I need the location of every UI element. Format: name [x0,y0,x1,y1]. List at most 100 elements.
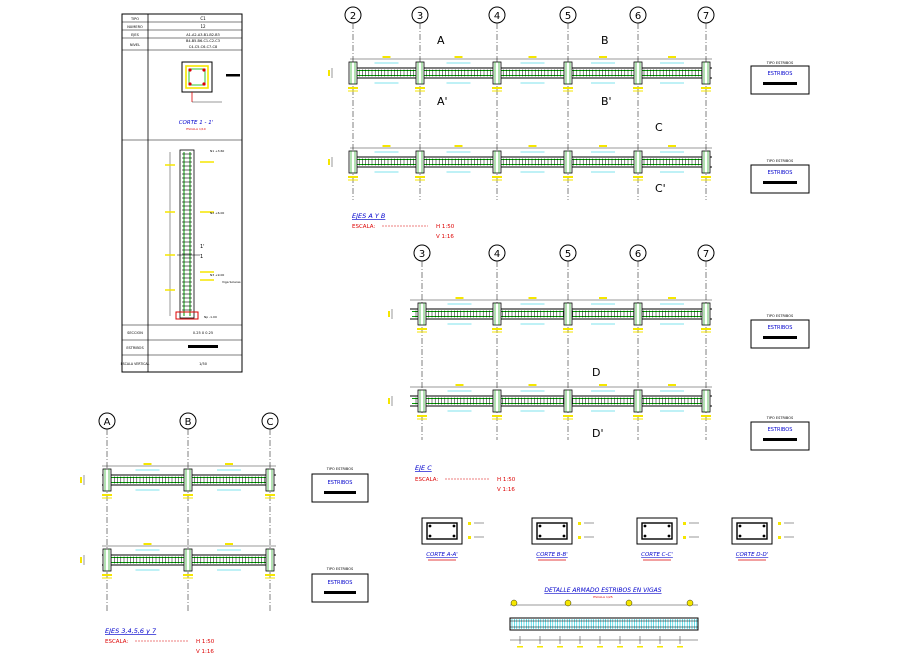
row-label-tipo: TIPO [130,17,139,21]
title-ejes-3-7: EJES 3,4,5,6 y 7 [105,627,157,635]
ab-upper-dimension-tick [382,56,391,58]
detail-spacing-mark [597,646,603,648]
ab-upper-dimension-tick [528,56,537,58]
corte-rebar [538,534,542,538]
ab-axis-label: 5 [565,11,571,22]
corte-1: CORTE A-A' [421,517,484,561]
ab-lower-dimension-tick [599,145,607,147]
scale-h-ab: H 1:50 [436,224,455,230]
detail-subtitle: ESCALA 1/25 [593,595,613,599]
c-upper-column [633,302,643,326]
row-label-ejes: EJES [131,33,139,37]
detail-spacing-mark [557,646,563,648]
scale-v-ab: V 1:16 [436,234,454,240]
legend-caption-ab-1: ESTRIBOS [768,71,793,77]
level-label-1: N1 +3.60 [210,149,224,153]
corte-3: CORTE C-C' [636,517,699,561]
corte-rebar [562,534,566,538]
c-upper-column [492,302,502,326]
title-eje-c: EJE C [415,464,432,472]
detail-spacing-mark [637,646,643,648]
legend-header-ab-2: TIPO ESTRIBOS [766,159,794,163]
c-axis-label: 3 [419,249,425,260]
detail-spacing-mark [517,646,523,648]
abc-upper-column [265,468,275,492]
ejes-value-1: A1-A2-A3-B1-B2-B3 [186,33,220,37]
section-title: CORTE 1 - 1' [179,120,214,126]
abc-axis-label: C [267,417,274,428]
scale-label-abc: ESCALA: [105,639,128,645]
corte-title: CORTE D-D' [736,552,769,558]
column-schedule-table: TIPO NUMERO EJES NIVEL SECCION ESTRIBOS … [121,13,243,373]
detail-marker [686,599,694,607]
corte-rebar [428,524,432,528]
detail-spacing-mark [677,646,683,648]
numero-value: 12 [200,24,206,29]
cut-mark-c: C [655,121,663,134]
tick-label-2: 1 [200,254,203,260]
ejes-value-2: B4-B5-B6-C1-C2-C3 [186,39,220,43]
level-label-3: N3 +9.00 [210,273,224,277]
c-lower-column [563,389,573,413]
corte-stirrup [426,522,458,540]
corte-4: CORTE D-D' [731,517,794,561]
abc-lower-dimension-tick [143,543,152,545]
cut-mark-b-prime: B' [601,95,612,108]
ab-upper-dimension-tick [454,56,463,58]
tick-label-1: 1' [200,244,205,250]
ab-lower-column [563,150,573,174]
scale-v-abc: V 1:16 [196,649,214,655]
corte-title: CORTE C-C' [641,552,673,558]
cut-mark-d: D [592,366,600,379]
abc-axis-label: A [104,417,111,428]
scale-label-ab: ESCALA: [352,224,375,230]
abc-lower-column [265,548,275,572]
c-lower-dimension-tick [455,384,464,386]
section-subtitle: ESCALA 1/10 [186,127,206,131]
seccion-value: 0.25 X 0.25 [193,331,213,335]
abc-upper-column [102,468,112,492]
corte-outline [636,517,678,545]
ab-lower-dimension-tick [668,145,676,147]
ab-upper-column [348,61,358,85]
c-upper-dimension-tick [528,297,537,299]
column-elevation: N1 +3.60 N2 +6.00 N3 +9.00 Np -1.00 Viga… [165,149,241,320]
abc-lower-column [102,548,112,572]
rebar-note: Viga Soleras [222,280,241,284]
corte-rebar [738,524,742,528]
c-lower-dimension-tick [668,384,676,386]
row-label-nivel: NIVEL [130,43,140,47]
corte-rebar [762,524,766,528]
corte-stirrup [641,522,673,540]
c-axis-label: 6 [635,249,641,260]
cut-mark-a: A [437,34,445,47]
corte-rebar [538,524,542,528]
c-upper-height-tick [388,311,390,317]
abc-axis-label: B [185,417,192,428]
c-lower-column [492,389,502,413]
c-lower-height-tick [388,398,390,404]
c-upper-column [417,302,427,326]
corte-stirrup [736,522,768,540]
cut-mark-a-prime: A' [437,95,448,108]
ab-upper-column [563,61,573,85]
title-ejes-a-b: EJES A Y B [352,212,386,220]
scale-h-c: H 1:50 [497,477,516,483]
corte-rebar [452,534,456,538]
corte-rebar [452,524,456,528]
corte-title: CORTE B-B' [536,552,568,558]
legend-header-abc-1: TIPO ESTRIBOS [326,467,354,471]
ab-axis-label: 6 [635,11,641,22]
c-lower-dimension-tick [528,384,537,386]
cut-mark-c-prime: C' [655,182,666,195]
row-label-estribos: ESTRIBOS [126,346,144,350]
legend-caption-c-2: ESTRIBOS [768,427,793,433]
ab-upper-column [415,61,425,85]
row-label-numero: NUMERO [127,25,143,29]
legend-box-abc-2 [311,573,369,603]
corte-stirrup [536,522,568,540]
ab-lower-column [348,150,358,174]
